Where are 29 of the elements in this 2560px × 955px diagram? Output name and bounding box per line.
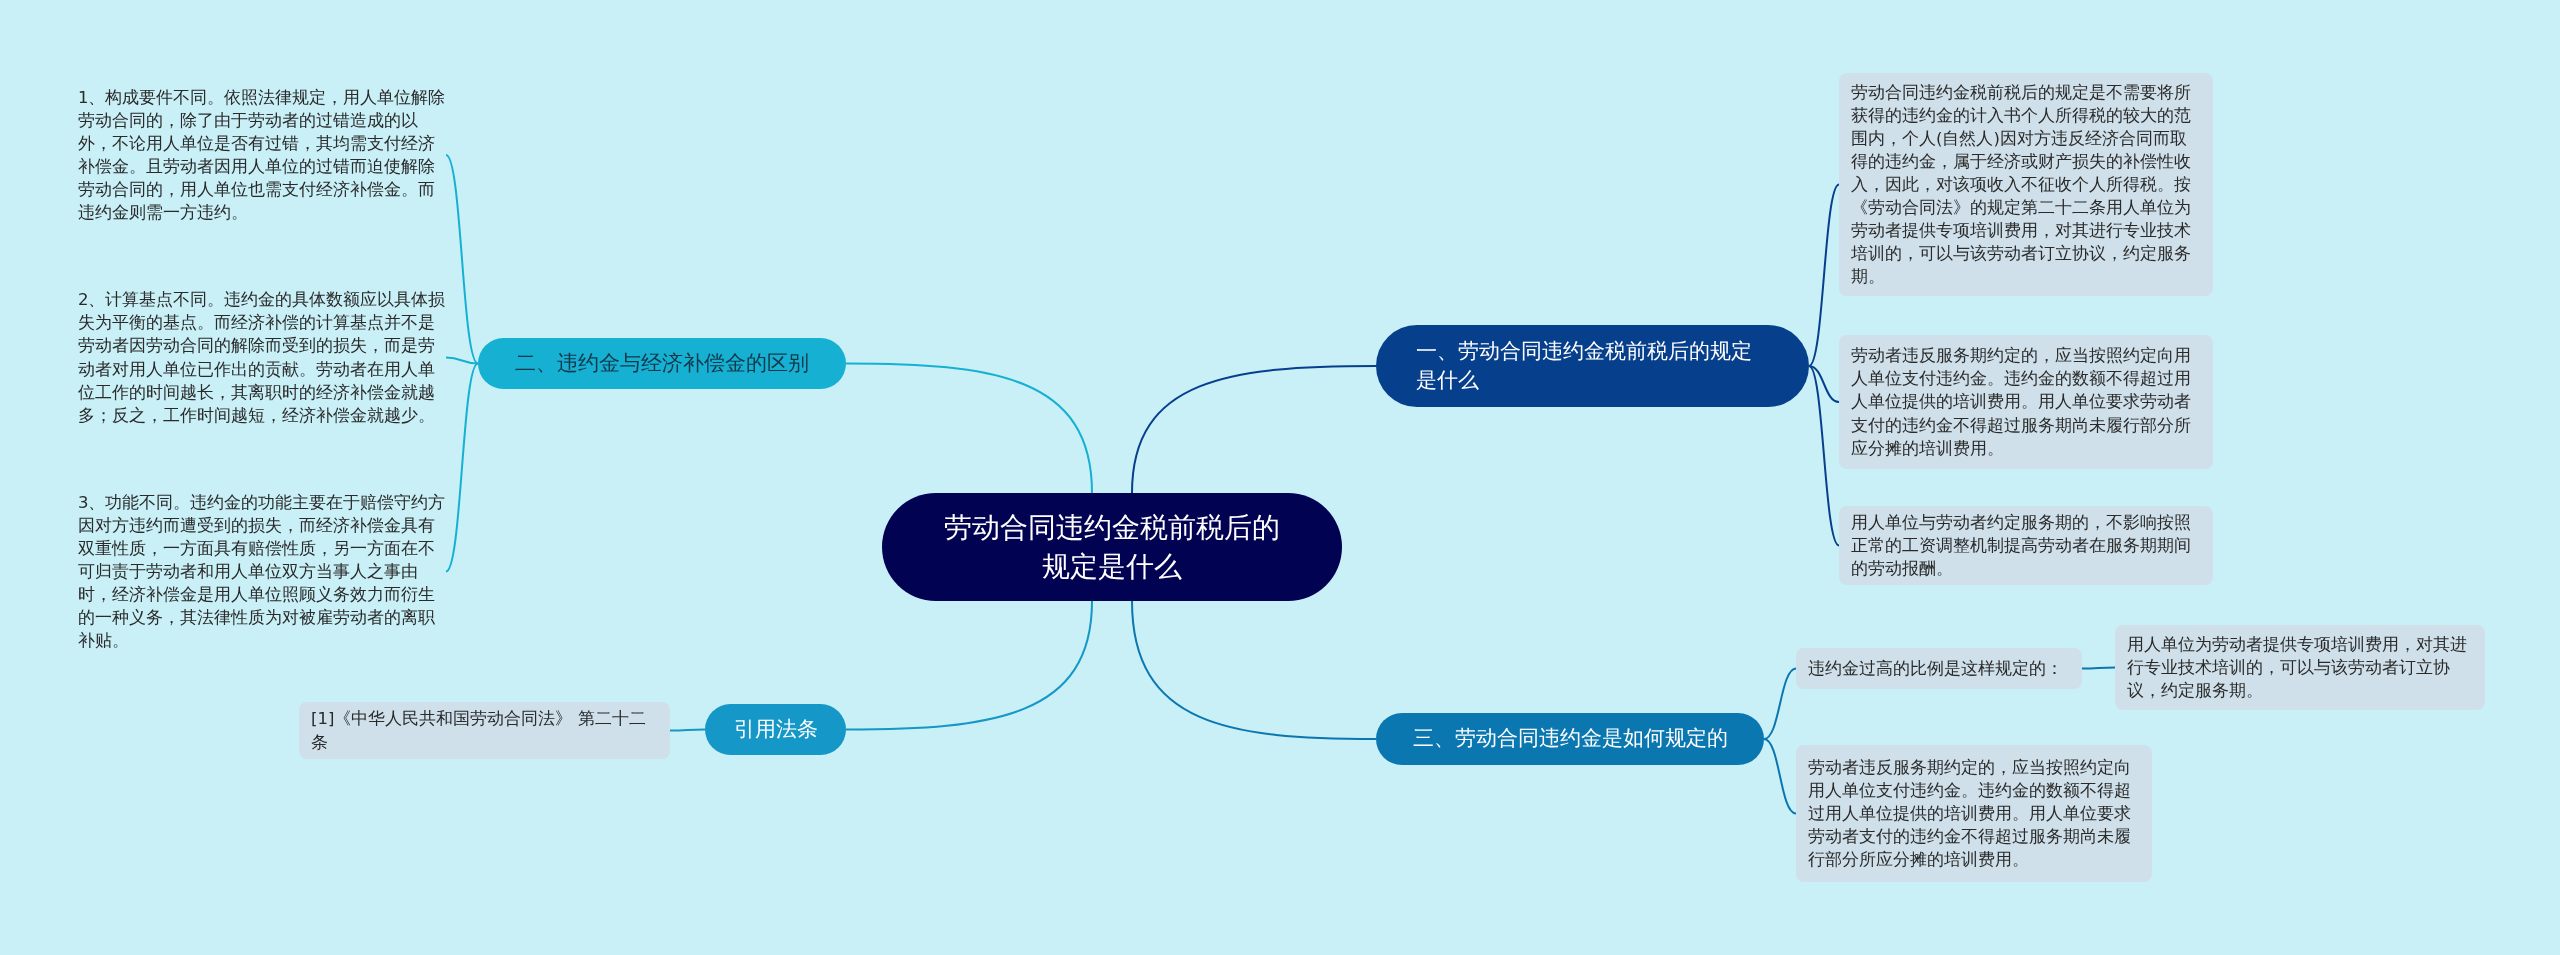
topic-box: 一、劳动合同违约金税前税后的规定是什么 [1376, 325, 1809, 407]
note-text: 2、计算基点不同。违约金的具体数额应以具体损失为平衡的基点。而经济补偿的计算基点并不是劳动者因劳动合同的解除而受到的损失，而是劳动者对用人单位已作出的贡献。劳动者在用人单位工作的时间越长，其离职时的经济补偿金就越多；反之，工作时间越短，经济补偿金就越少。 [78, 274, 446, 441]
text-box: 劳动者违反服务期约定的，应当按照约定向用人单位支付违约金。违约金的数额不得超过用人单位提供的培训费用。用人单位要求劳动者支付的违约金不得超过服务期尚未履行部分所应分摊的培训费用。 [1839, 335, 2213, 469]
connector-line [445, 362, 479, 573]
connector-line [1131, 365, 1377, 494]
text-box: 用人单位为劳动者提供专项培训费用，对其进行专业技术培训的，可以与该劳动者订立协议，约定服务期。 [2115, 625, 2485, 710]
connector-line [1808, 183, 1840, 367]
connector-line [1763, 667, 1797, 740]
topic-box: 三、劳动合同违约金是如何规定的 [1376, 713, 1764, 765]
note-text: 3、功能不同。违约金的功能主要在于赔偿守约方因对方违约而遭受到的损失，而经济补偿金具有双重性质，一方面具有赔偿性质，另一方面在不可归责于劳动者和用人单位双方当事人之事由时，经济补偿金是用人单位照顾义务效力而衍生的一种义务，其法律性质为对被雇劳动者的离职补贴。 [78, 490, 446, 653]
note-text: 1、构成要件不同。依照法律规定，用人单位解除劳动合同的，除了由于劳动者的过错造成的以外，不论用人单位是否有过错，其均需支付经济补偿金。且劳动者因用人单位的过错而迫使解除劳动合同的，用人单位也需支付经济补偿金。而违约金则需一方违约。 [78, 85, 446, 225]
text-box: 用人单位与劳动者约定服务期的，不影响按照正常的工资调整机制提高劳动者在服务期期间的劳动报酬。 [1839, 506, 2213, 585]
connector-line [845, 362, 1093, 494]
text-box: 违约金过高的比例是这样规定的： [1796, 648, 2082, 689]
text-box: 劳动者违反服务期约定的，应当按照约定向用人单位支付违约金。违约金的数额不得超过用人单位提供的培训费用。用人单位要求劳动者支付的违约金不得超过服务期尚未履行部分所应分摊的培训费用。 [1796, 745, 2152, 882]
connector-line [1808, 365, 1840, 403]
connector-line [2081, 666, 2116, 670]
connector-line [1808, 365, 1840, 547]
topic-box: 引用法条 [705, 704, 846, 755]
connector-line [845, 600, 1093, 731]
text-box: 劳动合同违约金税前税后的规定是不需要将所获得的违约金的计入书个人所得税的较大的范围内，个人(自然人)因对方违反经济合同而取得的违约金，属于经济或财产损失的补偿性收入，因此，对该项收入不征收个人所得税。按《劳动合同法》的规定第二十二条用人单位为劳动者提供专项培训费用，对其进行专业技术培训的，可以与该劳动者订立协议，约定服务期。 [1839, 73, 2213, 296]
topic-box: 二、违约金与经济补偿金的区别 [478, 338, 846, 389]
text-box: [1]《中华人民共和国劳动合同法》 第二十二条 [299, 702, 670, 759]
connector-line [1131, 600, 1377, 740]
connector-line [1763, 738, 1797, 815]
connector-line [445, 154, 479, 365]
connector-line [445, 356, 479, 365]
central-topic-box: 劳动合同违约金税前税后的规定是什么 [882, 493, 1342, 601]
connector-line [669, 728, 706, 732]
